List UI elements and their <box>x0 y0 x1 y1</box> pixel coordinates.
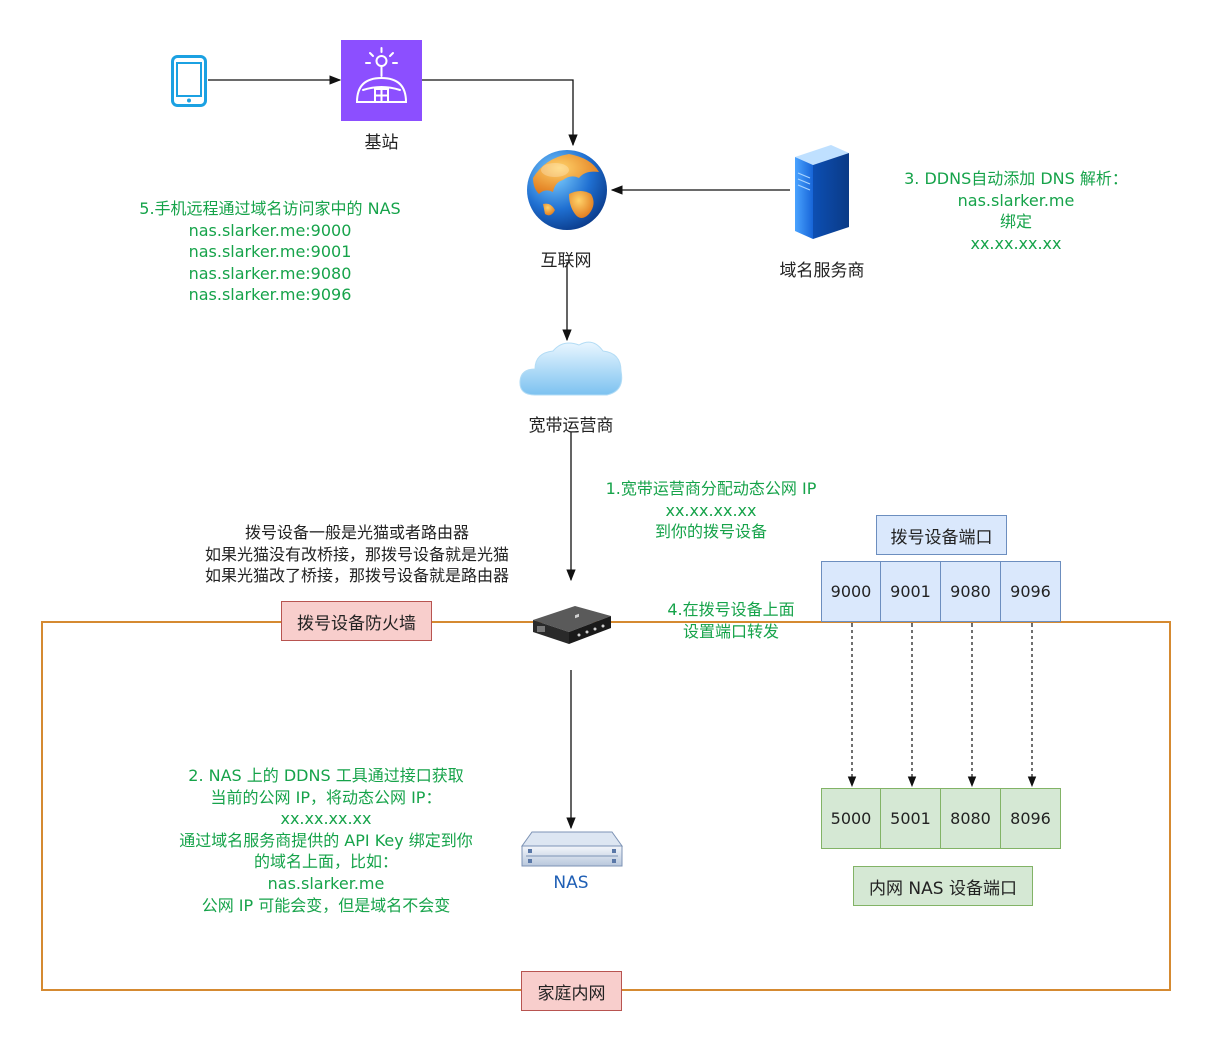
step4-line: 设置端口转发 <box>682 621 779 641</box>
dialer-port: 9000 <box>821 561 881 622</box>
step5-line: 5.手机远程通过域名访问家中的 NAS <box>139 199 401 218</box>
cloud-icon <box>519 341 623 396</box>
nas-port-row: 5000 5001 8080 8096 <box>821 788 1061 849</box>
globe-icon <box>527 150 607 230</box>
dialer-port: 9096 <box>1001 561 1061 622</box>
server-icon <box>795 145 849 239</box>
dialer-port: 9001 <box>881 561 941 622</box>
step4-note: 4.在拨号设备上面 设置端口转发 <box>640 599 822 642</box>
step1-note: 1.宽带运营商分配动态公网 IP xx.xx.xx.xx 到你的拨号设备 <box>580 478 842 543</box>
phone-icon <box>171 55 207 107</box>
router-icon <box>533 606 611 644</box>
nas-port: 5000 <box>821 788 881 849</box>
step1-line: xx.xx.xx.xx <box>665 500 757 520</box>
nas-label: NAS <box>553 873 589 893</box>
nas-ports-title: 内网 NAS 设备端口 <box>853 866 1033 906</box>
step3-note: 3. DDNS自动添加 DNS 解析： nas.slarker.me 绑定 xx… <box>880 168 1152 254</box>
step5-line: nas.slarker.me:9096 <box>188 285 352 305</box>
step2-line: 通过域名服务商提供的 API Key 绑定到你 <box>179 830 473 850</box>
step5-line: nas.slarker.me:9080 <box>188 263 352 283</box>
home-network-tag: 家庭内网 <box>521 971 622 1011</box>
step2-note: 2. NAS 上的 DDNS 工具通过接口获取 当前的公网 IP，将动态公网 I… <box>150 765 502 916</box>
internet-label: 互联网 <box>540 251 592 271</box>
dialer-port-row: 9000 9001 9080 9096 <box>821 561 1061 622</box>
nas-port: 5001 <box>881 788 941 849</box>
dialer-port: 9080 <box>941 561 1001 622</box>
step3-line: 绑定 <box>999 212 1032 232</box>
step2-line: 的域名上面，比如： <box>253 852 398 872</box>
nas-port: 8080 <box>941 788 1001 849</box>
edge-base-station-to-internet <box>422 79 578 147</box>
nas-icon <box>521 831 623 867</box>
nas-port: 8096 <box>1001 788 1061 849</box>
step3-line: xx.xx.xx.xx <box>970 233 1062 253</box>
dialer-info-line: 如果光猫改了桥接，那拨号设备就是路由器 <box>204 566 509 586</box>
dialer-info-line: 如果光猫没有改桥接，那拨号设备就是光猫 <box>204 544 509 564</box>
step2-line: 2. NAS 上的 DDNS 工具通过接口获取 <box>188 766 464 785</box>
step2-line: 当前的公网 IP，将动态公网 IP： <box>210 787 442 807</box>
base-station-label: 基站 <box>364 133 399 153</box>
firewall-tag: 拨号设备防火墙 <box>281 601 432 641</box>
dialer-ports-title: 拨号设备端口 <box>876 515 1007 555</box>
step4-line: 4.在拨号设备上面 <box>667 600 795 619</box>
step3-line: 3. DDNS自动添加 DNS 解析： <box>904 169 1128 188</box>
step5-line: nas.slarker.me:9000 <box>188 220 352 240</box>
base-station-icon <box>341 40 422 121</box>
dns-provider-label: 域名服务商 <box>779 261 865 281</box>
step2-line: nas.slarker.me <box>267 873 385 893</box>
port-mapping-lines <box>847 614 1037 788</box>
step1-line: 到你的拨号设备 <box>654 522 767 542</box>
isp-label: 宽带运营商 <box>528 416 614 436</box>
step3-line: nas.slarker.me <box>957 190 1075 210</box>
step5-line: nas.slarker.me:9001 <box>188 242 352 262</box>
step1-line: 1.宽带运营商分配动态公网 IP <box>605 479 817 498</box>
step2-line: xx.xx.xx.xx <box>280 809 372 829</box>
dialer-info-note: 拨号设备一般是光猫或者路由器 如果光猫没有改桥接，那拨号设备就是光猫 如果光猫改… <box>176 522 538 587</box>
step2-line: 公网 IP 可能会变，但是域名不会变 <box>201 895 451 915</box>
step5-note: 5.手机远程通过域名访问家中的 NAS nas.slarker.me:9000 … <box>110 198 430 306</box>
dialer-info-line: 拨号设备一般是光猫或者路由器 <box>244 523 469 542</box>
